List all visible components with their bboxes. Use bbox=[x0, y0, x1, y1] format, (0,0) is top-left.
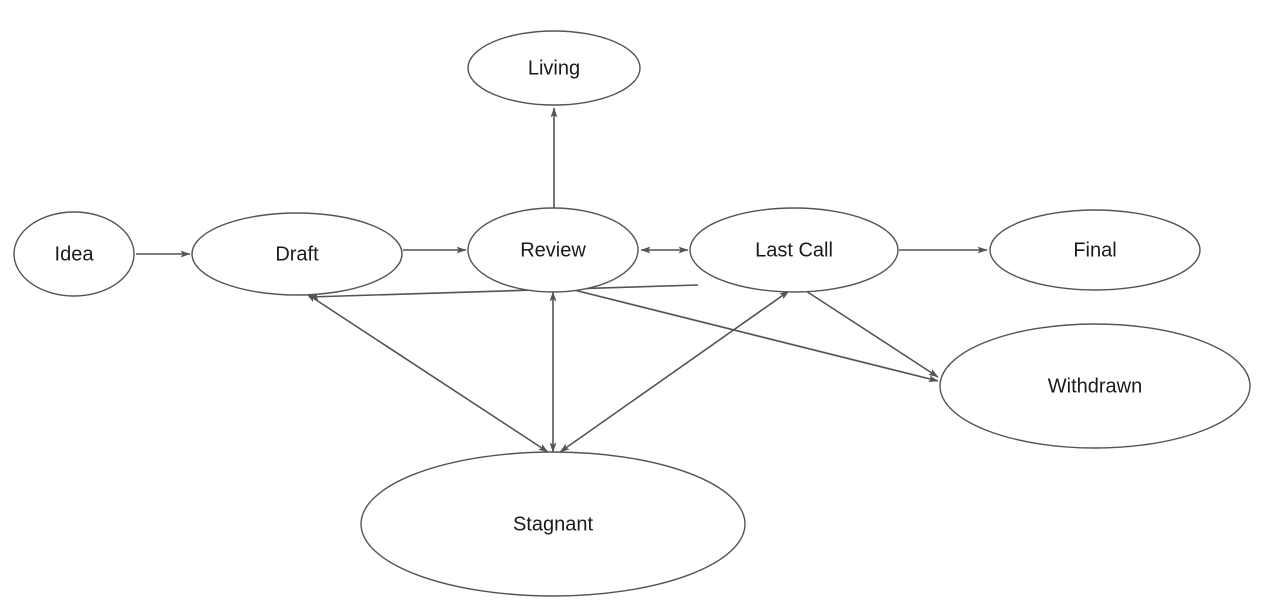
edges-layer bbox=[136, 107, 988, 453]
node-review[interactable]: Review bbox=[467, 207, 639, 293]
edge-lastcall-withdrawn bbox=[805, 290, 939, 378]
edge-draft-stagnant bbox=[306, 293, 549, 453]
edge-review-withdrawn bbox=[565, 287, 939, 383]
node-idea[interactable]: Idea bbox=[13, 211, 135, 297]
node-shape-draft[interactable] bbox=[191, 212, 403, 296]
node-draft[interactable]: Draft bbox=[191, 212, 403, 296]
node-shape-review[interactable] bbox=[467, 207, 639, 293]
node-withdrawn[interactable]: Withdrawn bbox=[939, 323, 1251, 449]
node-shape-stagnant[interactable] bbox=[360, 451, 746, 597]
node-final[interactable]: Final bbox=[989, 209, 1201, 291]
node-lastcall[interactable]: Last Call bbox=[689, 207, 899, 293]
node-stagnant[interactable]: Stagnant bbox=[360, 451, 746, 597]
edge-lastcall-draft bbox=[308, 284, 699, 301]
node-shape-final[interactable] bbox=[989, 209, 1201, 291]
node-shape-living[interactable] bbox=[467, 30, 641, 106]
node-living[interactable]: Living bbox=[467, 30, 641, 106]
edge-lastcall-stagnant bbox=[559, 290, 790, 453]
node-shape-idea[interactable] bbox=[13, 211, 135, 297]
node-shape-withdrawn[interactable] bbox=[939, 323, 1251, 449]
node-shape-lastcall[interactable] bbox=[689, 207, 899, 293]
